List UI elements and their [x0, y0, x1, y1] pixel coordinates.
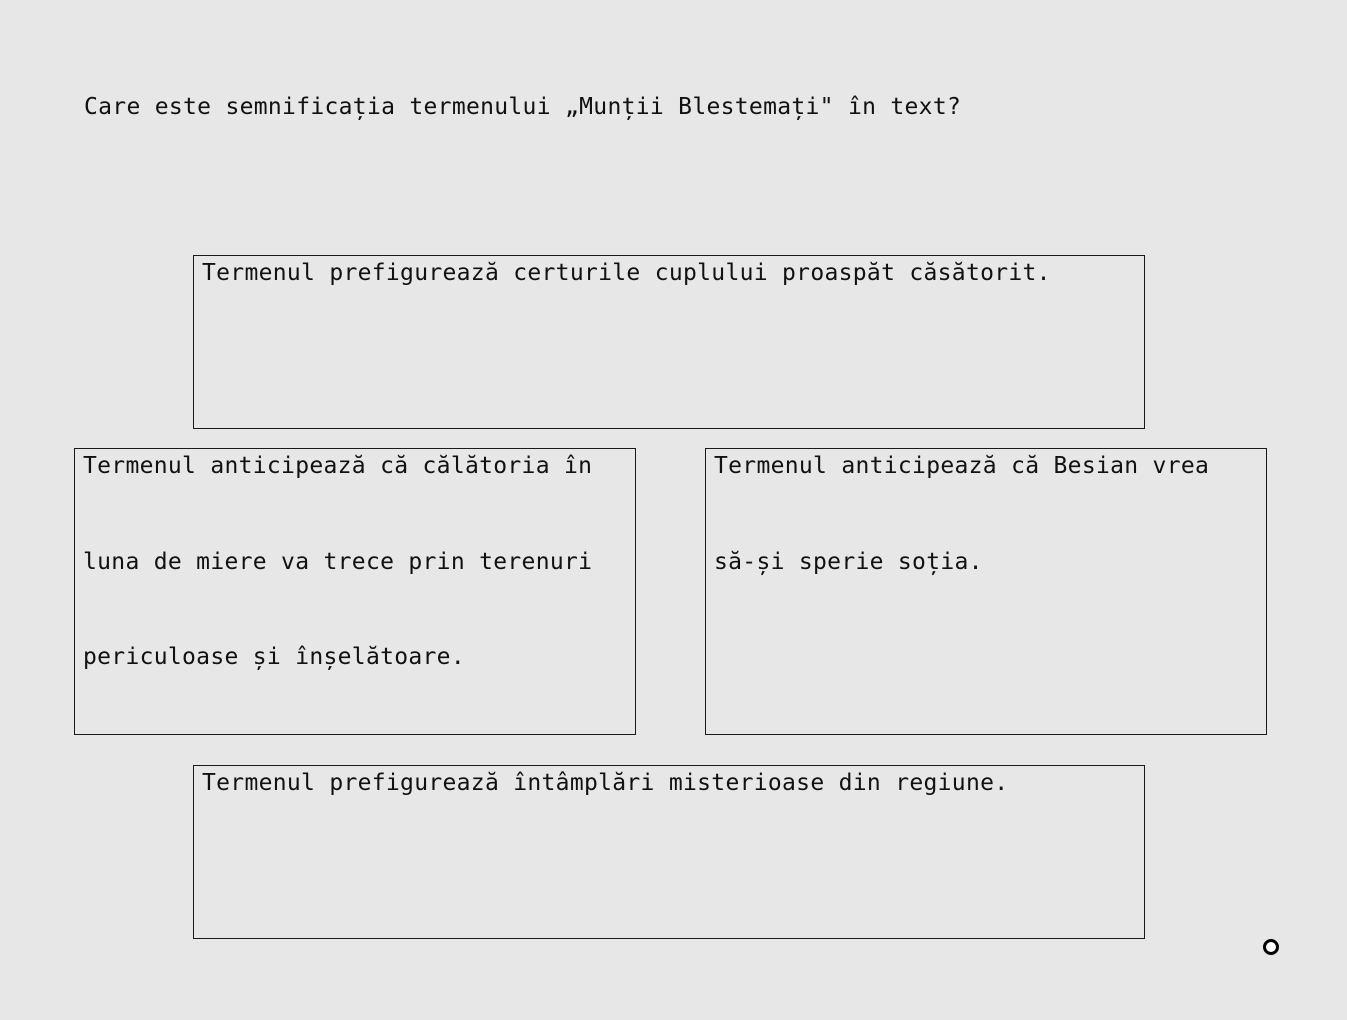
answer-option-c-line-2: să-și sperie soția. — [714, 548, 983, 575]
answer-option-b-line-3: periculoase și înșelătoare. — [83, 644, 465, 670]
question-text: Care este semnificația termenului „Munți… — [84, 94, 962, 120]
answer-option-a[interactable]: Termenul prefigurează certurile cuplului… — [193, 255, 1145, 429]
cursor-ring-icon — [1263, 939, 1279, 955]
answer-option-c-line-1: Termenul anticipează că Besian vrea — [714, 453, 1210, 479]
answer-option-b[interactable]: Termenul anticipează că călătoria în lun… — [74, 448, 636, 735]
answer-option-b-line-2: luna de miere va trece prin terenuri — [83, 548, 593, 575]
answer-option-a-line-1: Termenul prefigurează certurile cuplului… — [202, 260, 1051, 286]
answer-option-d[interactable]: Termenul prefigurează întâmplări misteri… — [193, 765, 1145, 939]
answer-option-d-line-1: Termenul prefigurează întâmplări misteri… — [202, 770, 1009, 796]
answer-option-c[interactable]: Termenul anticipează că Besian vrea să-ș… — [705, 448, 1267, 735]
answer-option-b-line-1: Termenul anticipează că călătoria în — [83, 453, 593, 479]
